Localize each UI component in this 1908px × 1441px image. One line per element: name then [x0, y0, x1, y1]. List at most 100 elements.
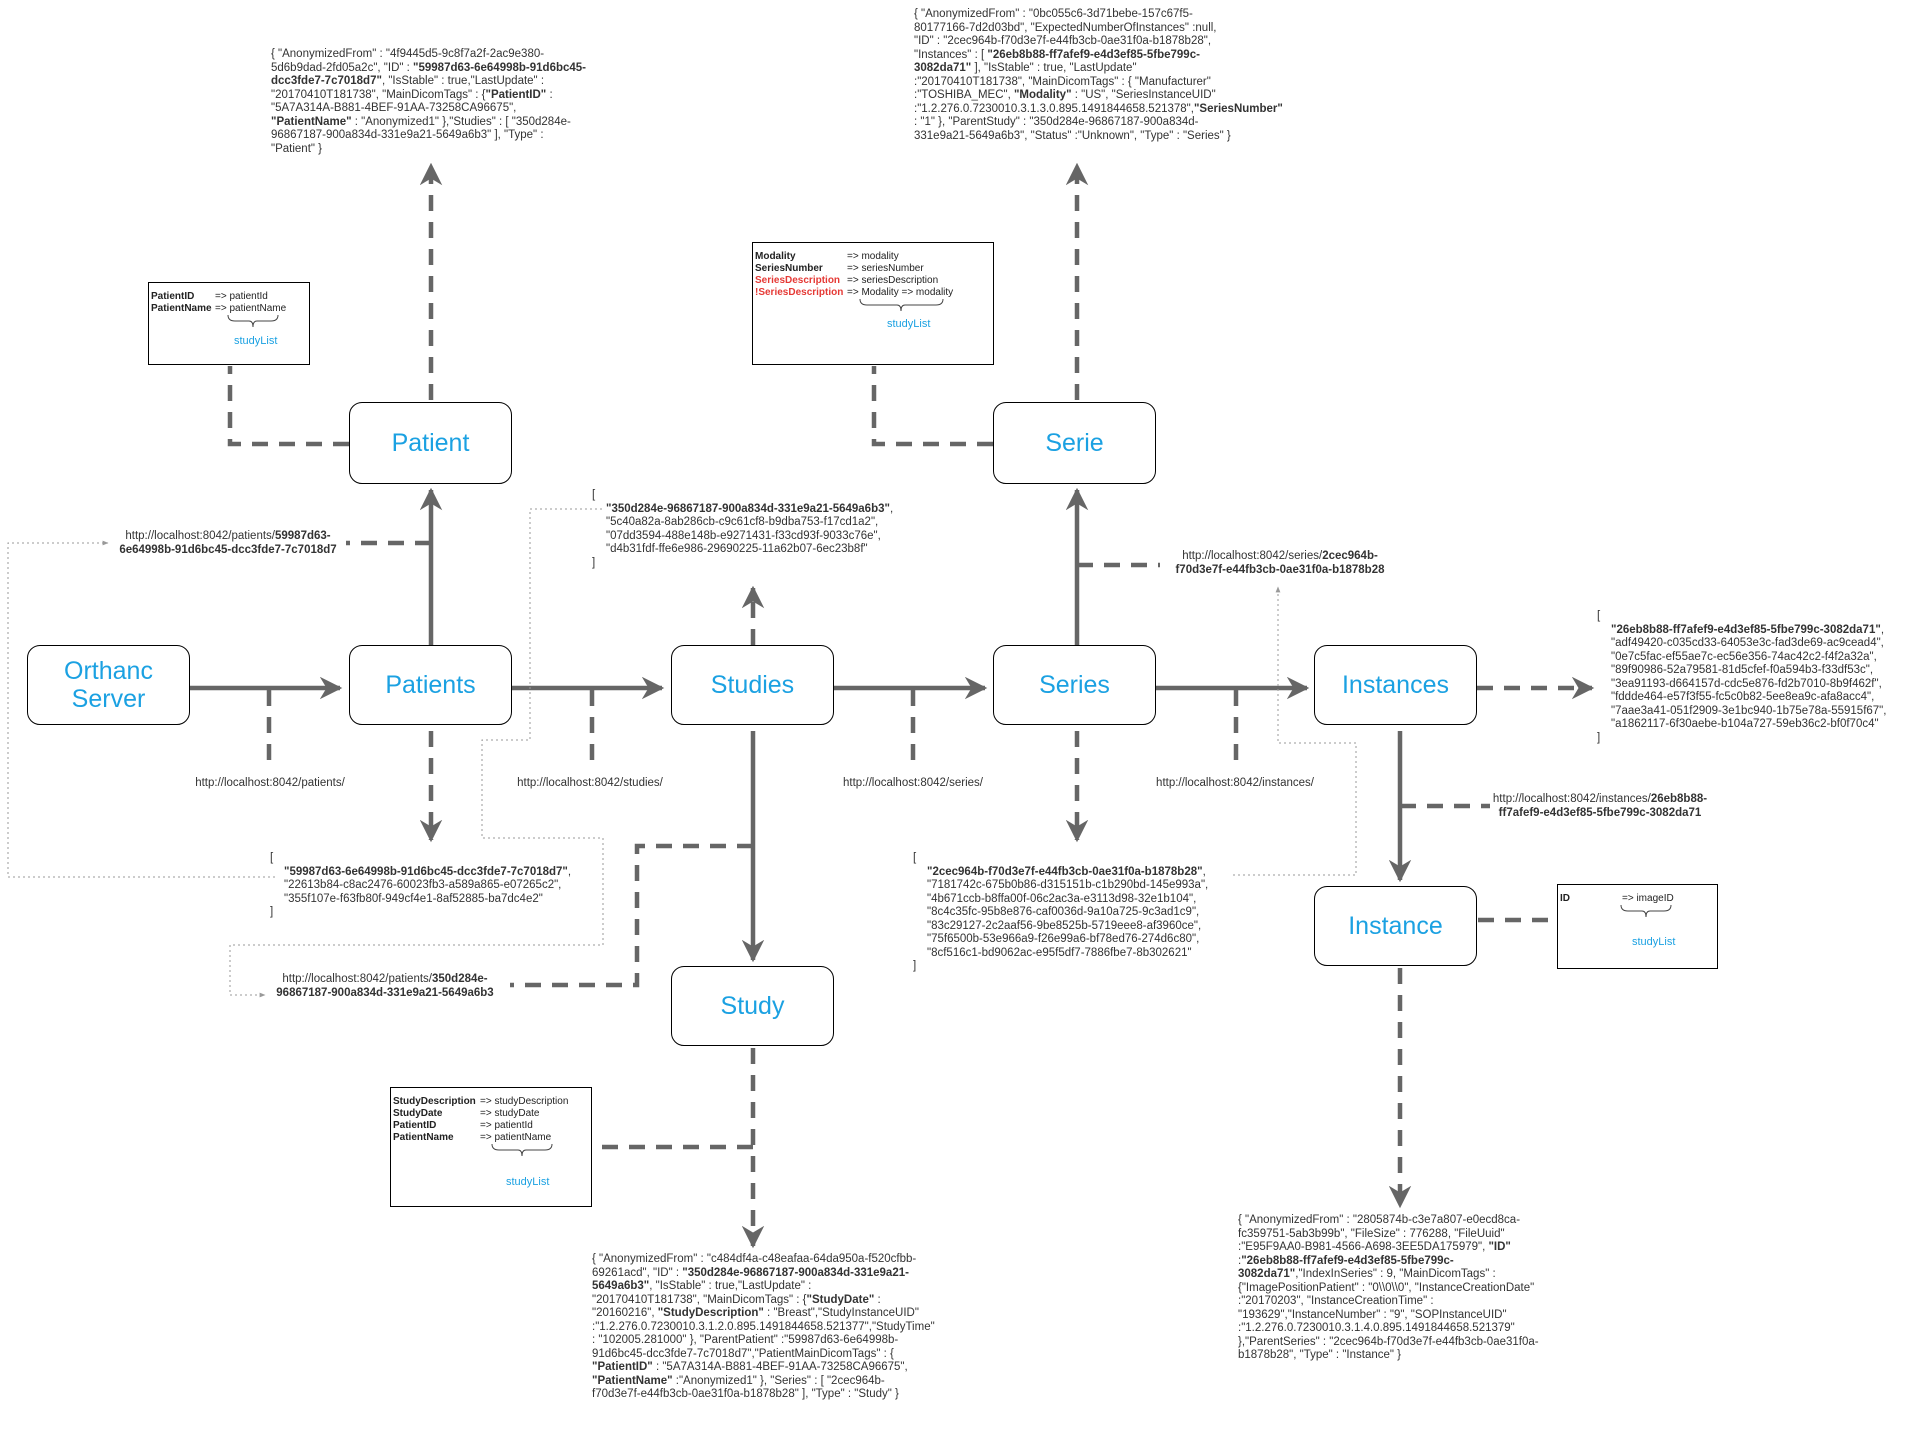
list-studies-rest: "5c40a82a-8ab286cb-c9c61cf8-b9dba753-f17… — [592, 516, 893, 557]
mapping-box-patient: PatientID=> patientId PatientName=> pati… — [148, 282, 310, 365]
node-studies[interactable]: Studies — [671, 645, 834, 725]
json-text-run: f520cfbb-69261acd", "ID" : — [592, 1253, 917, 1279]
url-label-instance: http://localhost:8042/instances/26eb8b88… — [1480, 793, 1720, 820]
mapping-row: PatientName=> patientName — [393, 1132, 552, 1143]
json-text-run: b1878b28", "Instances" : [ — [914, 35, 1212, 61]
json-text-run: : "1" }, "ParentStudy" : "350d284e- — [914, 116, 1089, 128]
node-instances[interactable]: Instances — [1314, 645, 1477, 725]
json-text-run: : "US", "SeriesInstanceUID" : — [914, 89, 1216, 115]
json-text-run: "Studies" : [ "350d284e-96867187-900a834… — [271, 115, 571, 142]
json-text-run: "ParentSeries" : "2cec964b-f70d3e7f-e44f… — [1245, 1335, 1539, 1348]
dash-study-url — [510, 843, 753, 988]
node-serie[interactable]: Serie — [993, 402, 1156, 484]
list-id-row: "89f90986-52a79581-81d5cfef-f0a594b3-f33… — [1611, 664, 1874, 676]
json-text-run: "26eb8b88-ff7afef9-e4d3ef85-5fbe799c-308… — [1238, 1254, 1454, 1281]
brace-icon — [1620, 904, 1672, 918]
json-text-run: "LastUpdate" : "20170410T181738", "MainD… — [592, 1280, 812, 1306]
list-patients-rest: "22613b84-c8ac2476-60023fb3-a589a865-e07… — [270, 879, 571, 906]
dotted-study-url-loop — [229, 508, 604, 998]
mapping-row: ID=> imageID — [1560, 893, 1674, 904]
json-text-run: "SeriesNumber" — [1193, 102, 1283, 115]
json-text-run: 96867187-900a834d-331e9a21-5649a6b3", "S… — [914, 116, 1199, 142]
url-patient-id-b: 6e64998b-91d6bc45-dcc3fde7-7c7018d7 — [119, 543, 337, 556]
json-text-run: 5649a6b3" ], "Type" : "Patient" } — [271, 129, 544, 155]
json-text-run: { "AnonymizedFrom" : "4f9445d5-9c8f7a2f-… — [271, 48, 545, 60]
list-id-row: "a1862117-6f30aebe-b104a727-59eb36c2-bf0… — [1611, 718, 1879, 730]
list-id-row: "355f107e-f63fb80f-949cf4e1-8af52885-ba7… — [284, 892, 543, 905]
url-label-instances: http://localhost:8042/instances/ — [1156, 777, 1314, 789]
node-series[interactable]: Series — [993, 645, 1156, 725]
study-list-label: studyList — [1632, 936, 1676, 948]
json-text-run: 91d6bc45-dcc3fde7-7c7018d7" — [271, 61, 587, 88]
json-text-run: 73258CA96675", — [429, 102, 517, 114]
node-patients-label: Patients — [385, 671, 476, 699]
mapping-box-serie: Modality=> modality SeriesNumber=> serie… — [752, 242, 994, 365]
list-id-row: "22613b84-c8ac2476-60023fb3-a589a865-e07… — [284, 879, 562, 891]
node-study[interactable]: Study — [671, 966, 834, 1046]
list-close: ] — [592, 556, 596, 569]
brace-icon — [859, 298, 944, 312]
mapping-row: StudyDate=> studyDate — [393, 1108, 540, 1119]
brace-icon — [227, 314, 279, 328]
json-text-run: , "IsStable" : true, — [381, 75, 471, 87]
list-id-row: "7aae3a41-051f2909-3e1bc940-1b75e78a-559… — [1611, 704, 1887, 717]
url-study-id-a: 350d284e- — [431, 973, 488, 985]
json-text-run: "StudyDate" — [806, 1293, 875, 1306]
node-patient[interactable]: Patient — [349, 402, 512, 484]
list-id-row: "fddde464-e57f3f55-fc5c0b82-5ee8ea9c-afa… — [1611, 691, 1875, 703]
list-id-row: "4b671ccb-b8ffa00f-06c2ac3a-e3113d98-32e… — [927, 892, 1197, 905]
json-text-run: "Anonymized1" }, "Series" : [ "2cec964b-… — [592, 1374, 885, 1401]
json-text-run: 80177166-7d2d03bd", "ExpectedNumberOfIns… — [914, 21, 1196, 34]
mapping-row: StudyDescription=> studyDescription — [393, 1096, 569, 1107]
node-studies-label: Studies — [710, 671, 795, 699]
list-id-row: "adf49420-c035cd33-64053e3c-fad3de69-ac9… — [1611, 637, 1884, 649]
json-text-run: "ImagePositionPatient" : "0\\0\\0", "Ins… — [1238, 1281, 1535, 1308]
json-text-run: "26eb8b88-ff7afef9-e4d3ef85- — [987, 48, 1147, 61]
node-series-label: Series — [1039, 671, 1110, 699]
json-text-run: "StudyDescription" — [657, 1307, 764, 1319]
json-text-run: 5d6b9dad-2fd05a2c", "ID" : — [271, 61, 414, 74]
json-text-run: , — [1295, 1268, 1299, 1280]
list-id-row: "5c40a82a-8ab286cb-c9c61cf8-b9dba753-f17… — [606, 516, 879, 528]
url-instance-id-b: ff7afef9-e4d3ef85-5fbe799c-3082da71 — [1498, 806, 1702, 819]
json-text-run: "StudyInstanceUID" : — [592, 1307, 919, 1333]
mapping-row: PatientID=> patientId — [151, 291, 268, 302]
url-label-series: http://localhost:8042/series/ — [843, 777, 983, 789]
json-text-run: 4BEF-91AA-73258CA96675", — [755, 1361, 908, 1373]
json-text-run: "PatientMainDicomTags" : { — [754, 1347, 894, 1360]
list-first-id: "350d284e-96867187-900a834d-331e9a21-564… — [606, 502, 890, 515]
url-patient-prefix: http://localhost:8042/patients/ — [125, 530, 275, 542]
url-study-id-b: 96867187-900a834d-331e9a21-5649a6b3 — [276, 986, 494, 999]
node-orthanc-label: Orthanc Server — [64, 657, 153, 713]
dash-patient-mapbox — [227, 366, 349, 447]
json-text-run: "350d284e-96867187- — [682, 1266, 799, 1279]
mapping-row: SeriesNumber=> seriesNumber — [755, 263, 924, 274]
mapping-row: Modality=> modality — [755, 251, 899, 262]
node-patients[interactable]: Patients — [349, 645, 512, 725]
json-text-run: : "Anonymized1" }, — [351, 115, 450, 128]
list-series-rest: "7181742c-675b0b86-d315151b-c1b290bd-145… — [913, 879, 1208, 960]
node-instance[interactable]: Instance — [1314, 886, 1477, 966]
node-orthanc-server[interactable]: Orthanc Server — [27, 645, 190, 725]
list-id-row: "75f6500b-53e966a9-f26e99a6-bf78ed76-274… — [927, 933, 1200, 945]
json-text-run: 5fbe799c-3082da71" — [914, 48, 1200, 75]
json-text-run: 900a834d-331e9a21-5649a6b3" — [592, 1266, 909, 1293]
json-study: { "AnonymizedFrom" : "c484df4a-c48eafaa-… — [592, 1253, 935, 1402]
url-label-patient: http://localhost:8042/patients/59987d63-… — [108, 530, 348, 557]
json-text-run: "PatientID" — [592, 1361, 653, 1373]
json-text-run: : — [1238, 1254, 1242, 1267]
list-instances: [ "26eb8b88-ff7afef9-e4d3ef85-5fbe799c-3… — [1597, 610, 1887, 744]
json-text-run: "Modality" — [1013, 89, 1072, 101]
node-study-label: Study — [720, 992, 785, 1020]
list-id-row: "83c29127-2c2aaf56-9be8525b-5719eee8-af3… — [927, 919, 1202, 932]
json-text-run: { "AnonymizedFrom" : "2805874b-c3e7a807-… — [1238, 1214, 1521, 1226]
brace-icon — [491, 1143, 553, 1157]
url-label-serie: http://localhost:8042/series/2cec964b- f… — [1160, 550, 1400, 577]
list-open: [ — [592, 489, 596, 501]
node-serie-label: Serie — [1045, 429, 1104, 457]
url-label-study: http://localhost:8042/patients/350d284e-… — [265, 973, 505, 1000]
json-text-run: fc359751-5ab3b99b", "FileSize" : 776288,… — [1238, 1227, 1505, 1254]
node-patient-label: Patient — [391, 429, 470, 457]
json-text-run: "20170410T181738", "MainDicomTags" : { "… — [914, 75, 1211, 102]
json-text-run: : "Breast", — [763, 1307, 819, 1319]
